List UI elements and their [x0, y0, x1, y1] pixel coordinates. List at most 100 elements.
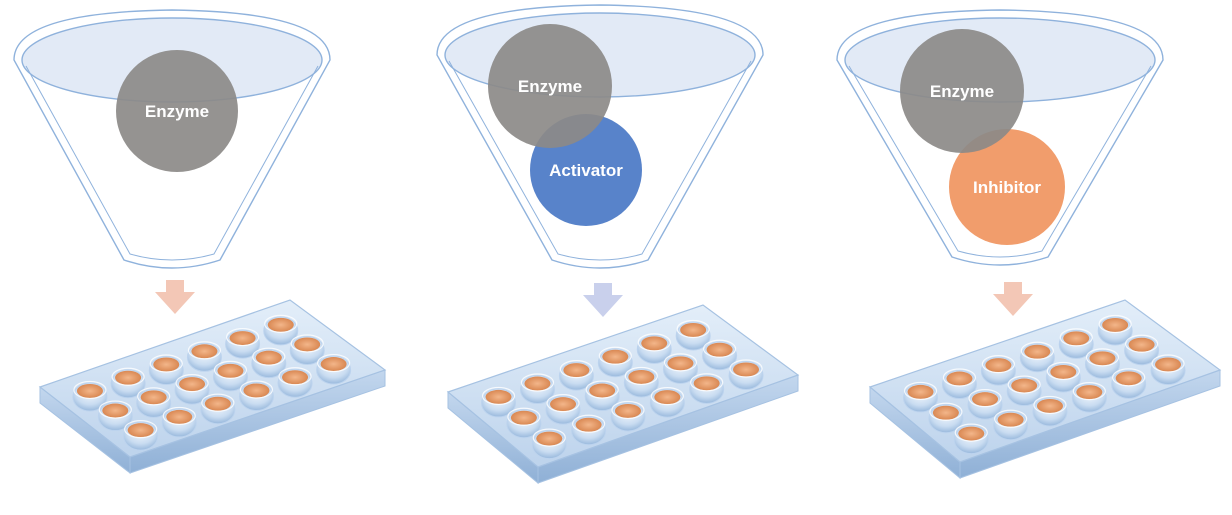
well-rim — [162, 406, 196, 426]
well — [519, 373, 555, 405]
well-rim — [1033, 395, 1067, 415]
well-liquid — [972, 392, 999, 407]
well-rim — [572, 414, 606, 433]
well-plate — [446, 304, 800, 485]
well — [263, 314, 299, 346]
well — [623, 366, 659, 398]
well-rim — [73, 380, 107, 400]
inhibitor-circle: Inhibitor — [949, 129, 1065, 245]
well — [903, 381, 939, 413]
inhibitor-circle-shape — [949, 129, 1065, 245]
well-rim — [929, 402, 963, 421]
well-rim — [317, 353, 351, 373]
well — [186, 341, 222, 372]
well-rim — [1007, 375, 1041, 394]
well-rim — [175, 374, 209, 393]
well-rim — [1072, 382, 1106, 401]
wells — [72, 314, 352, 451]
well-rim — [1151, 354, 1185, 373]
well-rim — [598, 346, 632, 365]
well — [136, 387, 172, 418]
well-rim — [1112, 368, 1146, 387]
well-rim — [954, 423, 988, 442]
well-rim — [611, 400, 645, 420]
well — [148, 354, 184, 386]
well-liquid — [985, 358, 1012, 373]
well — [728, 359, 764, 391]
well — [1006, 375, 1042, 407]
well — [689, 373, 725, 404]
well-liquid — [229, 331, 256, 346]
well — [636, 333, 672, 364]
well — [662, 353, 698, 384]
well-rim — [650, 387, 684, 406]
well-liquid — [693, 376, 720, 391]
well-liquid — [102, 403, 129, 418]
well — [200, 393, 236, 425]
well-rim — [290, 334, 324, 353]
well — [558, 360, 594, 391]
well-liquid — [243, 383, 270, 398]
well — [110, 367, 146, 399]
well — [610, 400, 646, 432]
well-rim — [624, 366, 658, 386]
well-rim — [585, 380, 619, 399]
well-liquid — [524, 376, 551, 391]
well-rim — [213, 360, 248, 379]
well-liquid — [255, 350, 282, 365]
well — [1071, 382, 1107, 413]
well — [993, 409, 1029, 441]
reagent-circles: Enzyme — [116, 50, 238, 172]
well-liquid — [680, 322, 707, 337]
funnel-inner-line — [848, 65, 1152, 258]
well-rim — [1085, 348, 1120, 367]
well — [980, 355, 1016, 386]
well-rim — [201, 393, 235, 412]
well-rim — [1124, 334, 1159, 353]
funnel-inner-line — [448, 60, 752, 261]
well-liquid — [1050, 364, 1077, 379]
well-rim — [1020, 341, 1054, 360]
well — [675, 319, 711, 351]
well-liquid — [706, 342, 733, 357]
well — [571, 414, 607, 446]
well-liquid — [536, 431, 563, 446]
well — [238, 380, 274, 411]
well-rim — [481, 386, 516, 406]
well-liquid — [282, 370, 309, 385]
well-rim — [702, 339, 737, 358]
well-liquid — [733, 362, 760, 377]
well-liquid — [510, 410, 537, 425]
enzyme-circle: Enzyme — [900, 29, 1024, 153]
well-liquid — [628, 369, 655, 384]
well-liquid — [575, 417, 602, 432]
funnel-inner-line — [25, 65, 319, 261]
well-liquid — [485, 389, 512, 404]
well — [1019, 341, 1055, 373]
well — [506, 407, 542, 439]
well — [251, 347, 287, 379]
well-rim — [252, 347, 286, 366]
well — [584, 380, 620, 412]
well — [97, 400, 133, 432]
well-liquid — [191, 344, 218, 359]
well — [953, 423, 989, 455]
well-liquid — [204, 396, 231, 411]
well — [1045, 361, 1081, 393]
well-liquid — [589, 383, 616, 398]
well — [316, 353, 352, 385]
well-rim — [187, 341, 222, 360]
well-plate — [38, 299, 387, 475]
panel-1: Enzyme — [13, 9, 387, 475]
well-rim — [559, 360, 593, 379]
well — [289, 334, 325, 365]
well-liquid — [1089, 351, 1116, 366]
well-rim — [264, 314, 298, 333]
well — [967, 389, 1003, 420]
well-rim — [149, 354, 183, 373]
well-rim — [676, 319, 710, 339]
well — [1124, 334, 1160, 366]
well-liquid — [320, 357, 347, 372]
well-liquid — [907, 384, 934, 399]
